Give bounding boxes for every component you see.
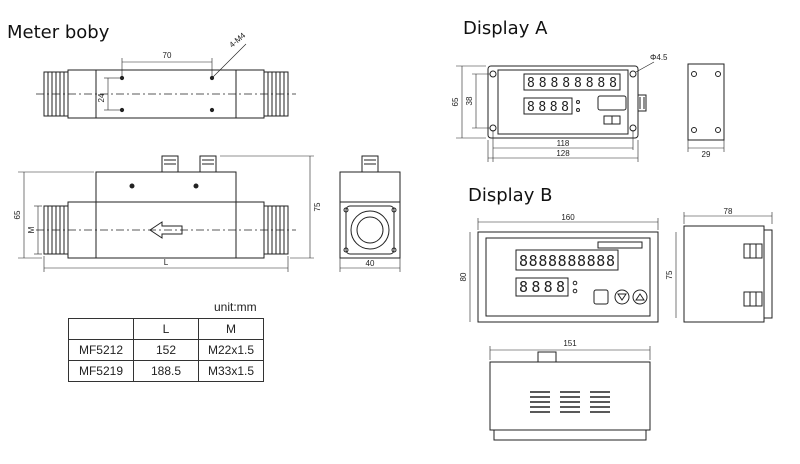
side-port-inner [356, 216, 384, 244]
display-b-side [675, 212, 773, 323]
meter-front-view [18, 155, 314, 272]
dim-side-width: 40 [366, 259, 375, 268]
display-a-keypad [597, 95, 627, 111]
table-cell: 152 [133, 339, 199, 361]
display-b-bottom-connector [537, 351, 557, 363]
meter-body-title: Meter boby [7, 22, 110, 43]
table-cell: M33x1.5 [198, 360, 264, 382]
dim-height: 65 [13, 210, 22, 219]
display-b-side-body [683, 225, 765, 323]
dim-hole-spacing: 70 [163, 51, 172, 60]
display-a-digits-top: 88888888 [527, 76, 617, 91]
dim-b-side-height: 75 [665, 270, 674, 279]
dim-a-height-inner: 38 [465, 96, 474, 105]
table-header-cell [68, 318, 134, 340]
display-b-bottom-body [489, 361, 651, 431]
side-body [339, 201, 401, 259]
display-b-key-function [593, 289, 609, 305]
dim-length: L [164, 258, 169, 267]
dim-b-width: 160 [561, 213, 575, 222]
front-top-housing [95, 171, 237, 203]
dim-b-bottom-width: 151 [563, 339, 577, 348]
display-b-front [469, 218, 659, 323]
display-b-digits-top-window [515, 249, 619, 271]
display-a-digits-bottom: 8888 [527, 100, 569, 115]
dim-a-depth: 29 [702, 150, 711, 159]
table-header-row: L M [68, 318, 264, 340]
display-b-digits-bottom-window [515, 277, 569, 297]
side-port-outer [350, 210, 390, 250]
display-a-front [456, 61, 655, 162]
display-b-key-up [632, 289, 648, 305]
table-cell: M22x1.5 [198, 339, 264, 361]
dim-b-depth: 78 [724, 207, 733, 216]
table-row: MF5212 152 M22x1.5 [68, 339, 264, 361]
dim-a-hole: Φ4.5 [650, 53, 668, 62]
display-a-side [687, 63, 725, 152]
table-header-cell: M [198, 318, 264, 340]
table-header-cell: L [133, 318, 199, 340]
display-b-digits-bottom: 8888 [519, 278, 565, 296]
table-row: MF5219 188.5 M33x1.5 [68, 360, 264, 382]
display-a-title: Display A [463, 18, 548, 39]
display-b-bottom [489, 346, 651, 441]
dim-thread: 4-M4 [228, 31, 248, 50]
dim-a-height-outer: 65 [451, 97, 460, 106]
dim-m: M [27, 226, 36, 233]
side-top-housing [339, 171, 401, 203]
meter-top-view [36, 43, 296, 119]
front-connector-right [199, 155, 217, 173]
unit-label: unit:mm [214, 300, 257, 314]
display-b-panel [477, 231, 659, 323]
display-b-digits-top: 8888888888 [519, 252, 615, 270]
display-b-title: Display B [468, 185, 553, 206]
display-a-side-body [687, 63, 725, 141]
dim-hole-vertical: 24 [97, 93, 106, 102]
table-cell: 188.5 [133, 360, 199, 382]
display-a-digits-bottom-window [523, 97, 573, 115]
front-connector-left [161, 155, 179, 173]
table-cell: MF5212 [68, 339, 134, 361]
table-cell: MF5219 [68, 360, 134, 382]
spec-table: L M MF5212 152 M22x1.5 MF5219 188.5 M33x… [68, 318, 264, 382]
display-a-side-connector [637, 94, 647, 112]
dim-a-width-inner: 118 [557, 139, 570, 148]
dim-b-height: 80 [459, 272, 468, 281]
dim-a-width-outer: 128 [556, 149, 570, 158]
display-b-key-down [614, 289, 630, 305]
display-a-digits-top-window [523, 73, 621, 91]
meter-side-view [339, 155, 401, 272]
dim-total-height: 75 [313, 202, 322, 211]
